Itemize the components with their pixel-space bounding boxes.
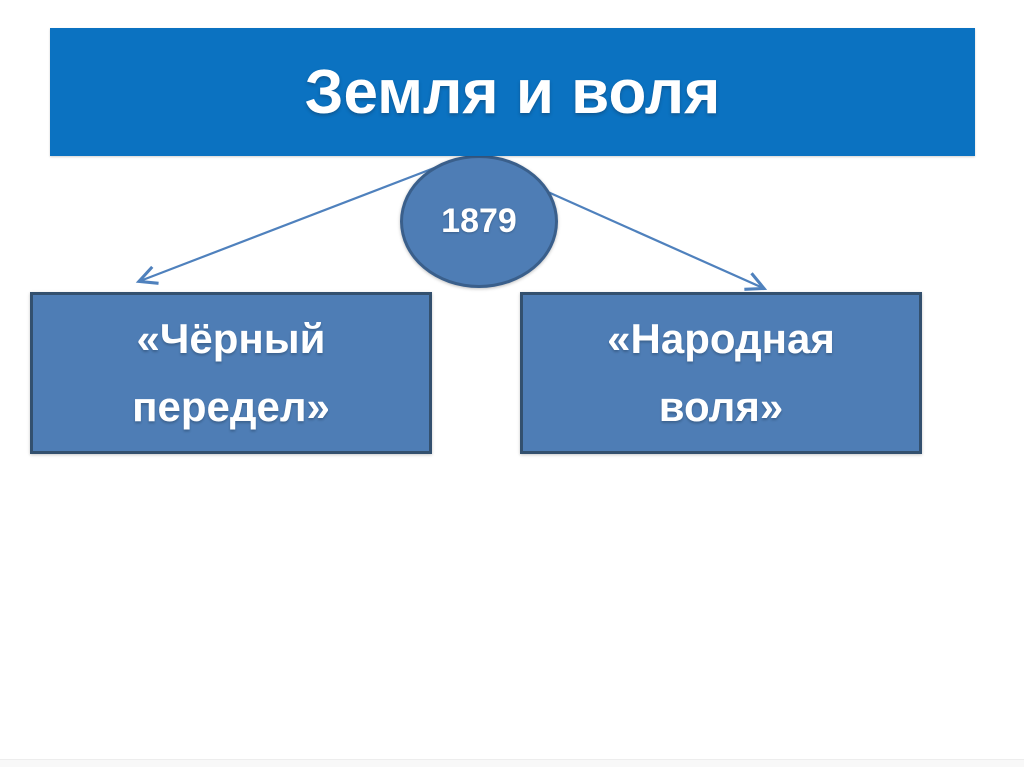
slide-title: Земля и воля (304, 57, 721, 127)
year-ellipse: 1879 (400, 155, 558, 288)
split-arrow-right-icon (529, 182, 768, 291)
title-banner: Земля и воля (50, 28, 975, 156)
year-label: 1879 (441, 202, 517, 240)
branch-label-line: передел» (132, 383, 330, 430)
slide-bottom-edge (0, 759, 1024, 767)
branch-label-line: «Чёрный (136, 315, 326, 362)
branch-box-narodnaya-volya: «Народная воля» (520, 292, 922, 454)
branch-box-cherny-peredel: «Чёрный передел» (30, 292, 432, 454)
branch-label-line: «Народная (607, 315, 835, 362)
split-arrow-left-icon (135, 158, 456, 285)
branch-label-line: воля» (658, 383, 784, 430)
